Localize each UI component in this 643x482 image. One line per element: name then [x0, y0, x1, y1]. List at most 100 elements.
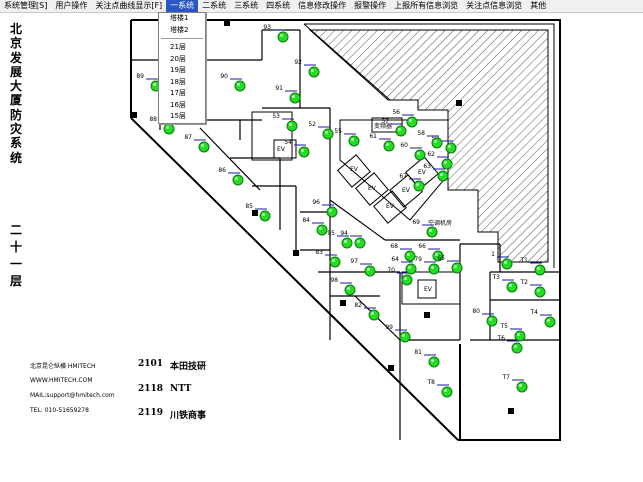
menu-item[interactable]: 其他 — [530, 1, 547, 10]
dropdown-item-floor-18[interactable]: 18层 — [170, 77, 186, 86]
menu-item[interactable]: 系统管理[S] — [4, 1, 48, 10]
sensor-point[interactable]: 79 — [414, 256, 440, 275]
sensor-point[interactable]: T4 — [530, 309, 556, 328]
sensor-point[interactable]: 82 — [354, 302, 380, 321]
menu-item[interactable]: 二系统 — [202, 1, 227, 10]
sensor-id-label: T5 — [500, 323, 509, 330]
menu-item[interactable]: 用户操作 — [55, 1, 88, 10]
sensor-point[interactable]: 56 — [392, 109, 418, 128]
sensor-point[interactable]: 86 — [218, 167, 244, 186]
menu-item[interactable]: 一系统 — [166, 0, 199, 12]
sensor-id-label: 90 — [220, 73, 228, 80]
sensor-point[interactable]: 96 — [312, 199, 338, 218]
sensor-dot-icon — [441, 158, 453, 170]
sensor-id-label: 81 — [414, 349, 422, 356]
dropdown-item-floor-15[interactable]: 15层 — [170, 112, 186, 120]
sensor-point[interactable]: T7 — [502, 374, 528, 393]
sensor-point[interactable]: 84 — [302, 217, 328, 236]
sensor-point[interactable]: T1 — [520, 257, 546, 276]
sensor-dot-icon — [364, 265, 376, 277]
sensor-dot-icon — [316, 224, 328, 236]
sensor-point[interactable]: 57 — [381, 118, 407, 137]
sensor-point[interactable]: 1 — [491, 251, 513, 270]
dropdown-item-floor-19[interactable]: 19层 — [170, 66, 186, 74]
sensor-dot-icon — [395, 125, 407, 137]
menu-item[interactable]: 关注点信息浏览 — [466, 1, 523, 10]
sensor-point[interactable]: 80 — [472, 308, 498, 327]
sensor-highlight — [301, 149, 304, 152]
sensor-id-label: 58 — [417, 130, 425, 137]
sensor-point[interactable]: 99 — [385, 324, 411, 343]
sensor-point[interactable]: 92 — [294, 59, 320, 78]
dropdown-item-tower-2[interactable]: 塔楼2 — [170, 25, 189, 34]
sensor-point[interactable]: 61 — [369, 133, 395, 152]
dropdown-item-floor-17[interactable]: 17层 — [170, 89, 186, 97]
sensor-point[interactable]: 63 — [423, 163, 449, 182]
dropdown-item-floor-16[interactable]: 16层 — [170, 100, 186, 109]
sensor-id-label: 89 — [136, 73, 144, 80]
menu-item[interactable]: 四系统 — [266, 1, 291, 10]
sensor-point[interactable]: 54 — [284, 139, 310, 158]
sensor-point[interactable]: T6 — [497, 335, 523, 354]
sensor-point[interactable]: 87 — [184, 134, 210, 153]
sensor-point[interactable]: 83 — [315, 249, 341, 268]
sensor-highlight — [235, 177, 238, 180]
sensor-id-label: 53 — [272, 113, 280, 120]
sensor-dot-icon — [431, 137, 443, 149]
sensor-dot-icon — [368, 309, 380, 321]
sensor-highlight — [519, 384, 522, 387]
dropdown-item-floor-20[interactable]: 20层 — [170, 54, 186, 63]
sensor-point[interactable]: 85 — [245, 203, 271, 222]
sensor-point[interactable]: 94 — [340, 230, 366, 249]
sensor-point[interactable]: 58 — [417, 130, 443, 149]
menu-item[interactable]: 上报所有信息浏览 — [394, 1, 459, 10]
sensor-point[interactable]: 88 — [149, 116, 175, 135]
sensor-point[interactable]: T8 — [427, 379, 453, 398]
elevator-label: EV — [424, 286, 433, 293]
menu-item[interactable]: 关注点曲线显示[F] — [95, 1, 163, 10]
menu-item[interactable]: 三系统 — [234, 1, 259, 10]
sensor-id-label: T4 — [530, 309, 539, 316]
sensor-highlight — [547, 319, 550, 322]
tenant-code: 2118 — [138, 384, 164, 394]
sensor-point[interactable]: 66 — [418, 243, 444, 262]
sensor-id-label: 87 — [184, 134, 192, 141]
sensor-point[interactable]: 69 — [412, 219, 438, 238]
sensor-highlight — [344, 240, 347, 243]
menu-item[interactable]: 信息修改操作 — [298, 1, 347, 10]
sensor-dot-icon — [428, 263, 440, 275]
sensor-point[interactable]: 97 — [350, 258, 376, 277]
sensor-point[interactable]: T5 — [500, 323, 526, 342]
menu-item[interactable]: 报警操作 — [354, 1, 387, 10]
sensor-point[interactable]: 93 — [263, 24, 289, 43]
sensor-point[interactable]: 67 — [399, 173, 425, 192]
dropdown-item-tower-1[interactable]: 塔楼1 — [170, 14, 189, 22]
sensor-highlight — [332, 259, 335, 262]
sensor-point[interactable]: 62 — [427, 151, 453, 170]
sensor-dot-icon — [514, 330, 526, 342]
sensor-point[interactable]: 68 — [390, 243, 416, 262]
sensor-point[interactable]: 91 — [275, 85, 301, 104]
sensor-point[interactable]: 60 — [400, 142, 426, 161]
sensor-point[interactable]: 90 — [220, 73, 246, 92]
sensor-point[interactable]: 55 — [334, 128, 360, 147]
sensor-highlight — [489, 318, 492, 321]
dropdown-item-floor-21[interactable]: 21层 — [170, 43, 186, 51]
sensor-point[interactable]: 95 — [327, 230, 353, 249]
sensor-highlight — [386, 143, 389, 146]
sensor-point[interactable]: 52 — [308, 121, 334, 140]
sensor-id-label: 99 — [385, 324, 393, 331]
sensor-point[interactable]: 70 — [387, 267, 413, 286]
elevator-label: EV — [368, 185, 377, 192]
sensor-point[interactable]: 64 — [391, 256, 417, 275]
contact-tel: TEL: 010-51659278 — [30, 407, 89, 414]
sensor-point[interactable]: T2 — [520, 279, 546, 298]
sensor-point[interactable]: 81 — [414, 349, 440, 368]
atrium-hatched — [308, 29, 549, 263]
sensor-point[interactable]: 98 — [330, 277, 356, 296]
sensor-point[interactable]: 53 — [272, 113, 298, 132]
sensor-point[interactable]: 65 — [437, 255, 463, 274]
sensor-point[interactable]: T3 — [492, 274, 518, 293]
